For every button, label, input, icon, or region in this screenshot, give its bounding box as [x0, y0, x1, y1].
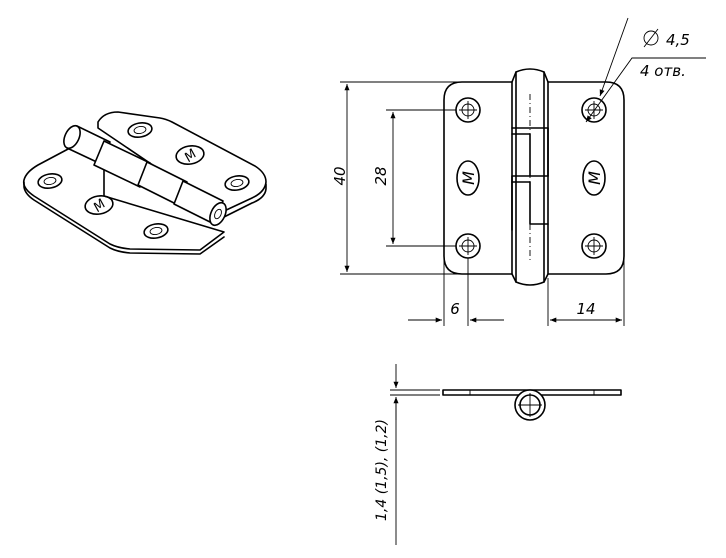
front-view: M M — [443, 68, 625, 286]
left-leaf — [22, 147, 225, 251]
isometric-view: M M — [22, 111, 267, 255]
dim-edge-left: 6 — [450, 300, 460, 318]
front-logo-left: M — [456, 160, 480, 196]
svg-text:M: M — [459, 171, 478, 185]
thickness-note: 1,4 (1,5), (1,2) — [374, 419, 390, 521]
right-leaf — [97, 111, 267, 213]
dim-hole-spacing: 28 — [372, 166, 390, 185]
side-view: 1,4 (1,5), (1,2) — [374, 364, 622, 545]
front-knuckle — [511, 68, 549, 286]
iso-logo-right: M — [175, 145, 205, 166]
svg-text:M: M — [585, 171, 604, 185]
hole-count-label: 4 отв. — [640, 62, 686, 80]
hole-diameter-label: 4,5 — [666, 31, 690, 49]
dim-height: 40 — [331, 166, 349, 185]
dim-edge-right: 14 — [576, 300, 595, 318]
front-logo-right: M — [582, 160, 606, 196]
front-left-leaf — [443, 81, 513, 275]
hinge-knuckle — [63, 124, 227, 227]
dimensions: 40 28 6 14 4,5 4 отв. — [331, 17, 706, 326]
iso-holes — [37, 121, 250, 240]
